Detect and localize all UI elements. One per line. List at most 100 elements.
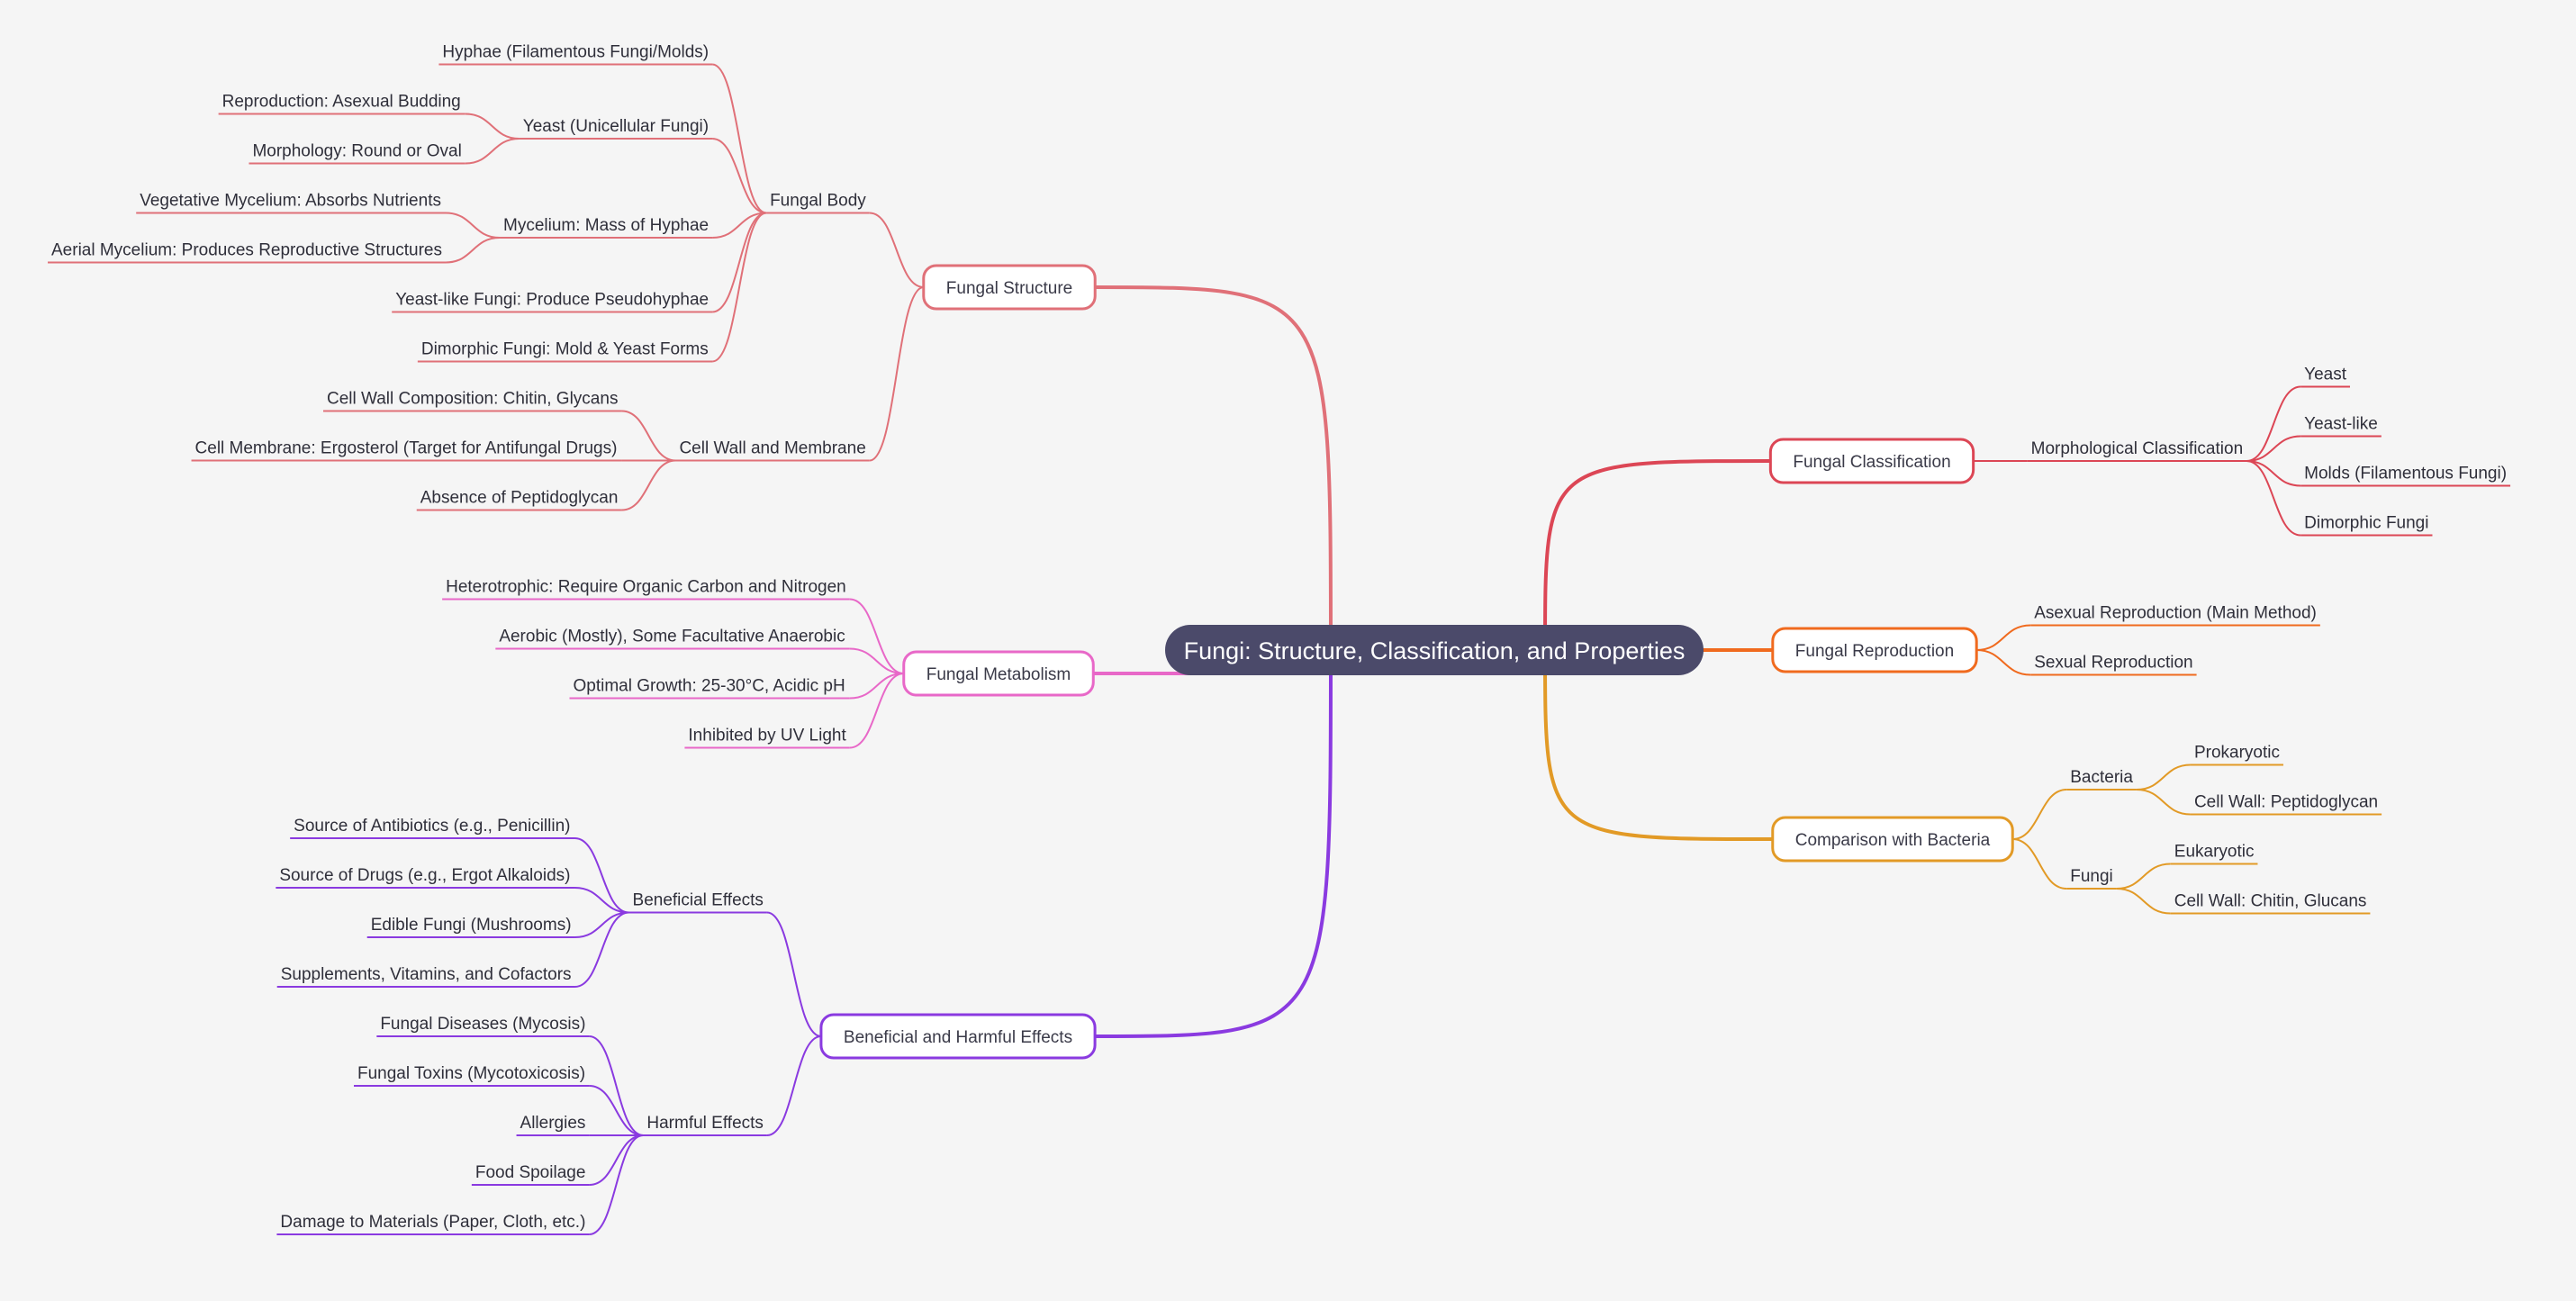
branch-fungal-structure-cell-wall-and-membrane-label: Cell Wall and Membrane [679,439,865,458]
branch-fungal-structure-fungal-body-hyphae-filamentous-fungi-molds-connector [711,63,767,214]
branch-beneficial-and-harmful-effects-beneficial-effects-source-of-drugs-e-g-ergot-alkaloids-label: Source of Drugs (e.g., Ergot Alkaloids) [279,866,570,885]
branch-fungal-classification[interactable]: Fungal Classification [1768,438,1975,484]
branch-beneficial-and-harmful-effects-harmful-effects-food-spoilage[interactable]: Food Spoilage [471,1163,590,1186]
branch-comparison-with-bacteria-bacteria-connector [2012,789,2067,840]
branch-fungal-structure-fungal-body-mycelium-mass-of-hyphae-connector [712,212,767,239]
branch-comparison-with-bacteria-fungi[interactable]: Fungi [2066,867,2117,890]
branch-fungal-structure[interactable]: Fungal Structure [922,264,1097,311]
branch-fungal-reproduction-asexual-reproduction-main-method-connector [1976,624,2031,651]
branch-comparison-with-bacteria-fungi-cell-wall-chitin-glucans[interactable]: Cell Wall: Chitin, Glucans [2170,892,2371,915]
branch-fungal-structure-fungal-body-yeast-unicellular-fungi-reproduction-asexual-budding[interactable]: Reproduction: Asexual Budding [218,93,465,115]
branch-fungal-structure-fungal-body-label: Fungal Body [770,192,866,211]
branch-fungal-structure-fungal-body-yeast-unicellular-fungi-connector [711,138,767,214]
branch-fungal-classification-morphological-classification-yeast-like-connector [2246,435,2301,462]
branch-fungal-classification-morphological-classification[interactable]: Morphological Classification [2027,439,2247,462]
branch-fungal-classification-morphological-classification-yeast[interactable]: Yeast [2300,366,2350,388]
branch-fungal-metabolism-optimal-growth-25-30-c-acidic-ph[interactable]: Optimal Growth: 25-30°C, Acidic pH [569,677,850,700]
branch-beneficial-and-harmful-effects-beneficial-effects-edible-fungi-mushrooms-label: Edible Fungi (Mushrooms) [371,916,572,935]
branch-fungal-structure-fungal-body-connector [869,212,924,288]
branch-fungal-reproduction-asexual-reproduction-main-method-label: Asexual Reproduction (Main Method) [2034,604,2317,623]
root-node[interactable]: Fungi: Structure, Classification, and Pr… [1165,625,1704,675]
branch-fungal-metabolism-heterotrophic-require-organic-carbon-and-nitrogen-connector [849,598,904,674]
branch-fungal-metabolism[interactable]: Fungal Metabolism [902,650,1095,697]
branch-beneficial-and-harmful-effects-label: Beneficial and Harmful Effects [844,1028,1072,1047]
branch-fungal-structure-cell-wall-and-membrane-connector [869,286,925,462]
branch-beneficial-and-harmful-effects-beneficial-effects-supplements-vitamins-and-cofactors[interactable]: Supplements, Vitamins, and Cofactors [276,965,575,988]
branch-fungal-metabolism-heterotrophic-require-organic-carbon-and-nitrogen[interactable]: Heterotrophic: Require Organic Carbon an… [442,578,850,601]
branch-beneficial-and-harmful-effects-harmful-effects-allergies[interactable]: Allergies [516,1114,590,1136]
branch-comparison-with-bacteria-bacteria-prokaryotic-connector [2136,763,2191,791]
branch-beneficial-and-harmful-effects-beneficial-effects-supplements-vitamins-and-cofactors-label: Supplements, Vitamins, and Cofactors [281,965,572,984]
branch-comparison-with-bacteria-bacteria[interactable]: Bacteria [2066,768,2137,791]
branch-beneficial-and-harmful-effects-beneficial-effects-edible-fungi-mushrooms[interactable]: Edible Fungi (Mushrooms) [366,916,575,938]
branch-comparison-with-bacteria-fungi-eukaryotic-label: Eukaryotic [2174,843,2255,862]
branch-beneficial-and-harmful-effects-harmful-effects-food-spoilage-label: Food Spoilage [475,1163,586,1182]
branch-fungal-classification-morphological-classification-molds-filamentous-fungi[interactable]: Molds (Filamentous Fungi) [2300,465,2511,487]
branch-fungal-structure-label: Fungal Structure [946,279,1072,298]
branch-fungal-structure-cell-wall-and-membrane-absence-of-peptidoglycan-label: Absence of Peptidoglycan [420,489,619,508]
branch-beneficial-and-harmful-effects-beneficial-effects-source-of-drugs-e-g-ergot-alkaloids-connector [574,887,629,914]
branch-fungal-reproduction-label: Fungal Reproduction [1795,642,1954,661]
branch-fungal-classification-morphological-classification-dimorphic-fungi[interactable]: Dimorphic Fungi [2300,514,2433,537]
branch-fungal-metabolism-heterotrophic-require-organic-carbon-and-nitrogen-label: Heterotrophic: Require Organic Carbon an… [446,578,846,597]
branch-fungal-structure-fungal-body[interactable]: Fungal Body [766,192,870,214]
branch-fungal-structure-root-connector [1095,285,1333,651]
branch-comparison-with-bacteria-fungi-connector [2012,838,2067,890]
branch-fungal-metabolism-aerobic-mostly-some-facultative-anaerobic-connector [849,647,904,674]
branch-fungal-classification-morphological-classification-yeast-like[interactable]: Yeast-like [2300,415,2382,438]
branch-fungal-structure-fungal-body-yeast-like-fungi-produce-pseudohyphae-connector [711,212,767,313]
branch-comparison-with-bacteria[interactable]: Comparison with Bacteria [1771,816,2014,863]
branch-beneficial-and-harmful-effects-harmful-effects-fungal-toxins-mycotoxicosis[interactable]: Fungal Toxins (Mycotoxicosis) [353,1064,590,1087]
branch-fungal-structure-cell-wall-and-membrane-cell-membrane-ergosterol-target-for-antifungal-drugs[interactable]: Cell Membrane: Ergosterol (Target for An… [191,439,622,462]
branch-comparison-with-bacteria-label: Comparison with Bacteria [1795,831,1991,850]
branch-beneficial-and-harmful-effects-beneficial-effects-source-of-drugs-e-g-ergot-alkaloids[interactable]: Source of Drugs (e.g., Ergot Alkaloids) [276,866,575,889]
branch-fungal-structure-box [922,264,1097,311]
branch-fungal-structure-fungal-body-yeast-unicellular-fungi-morphology-round-or-oval[interactable]: Morphology: Round or Oval [249,142,465,165]
node-layer: Fungi: Structure, Classification, and Pr… [48,43,2511,1235]
branch-fungal-structure-fungal-body-mycelium-mass-of-hyphae[interactable]: Mycelium: Mass of Hyphae [500,216,713,239]
branch-beneficial-and-harmful-effects-harmful-effects-damage-to-materials-paper-cloth-etc[interactable]: Damage to Materials (Paper, Cloth, etc.) [276,1213,590,1235]
branch-fungal-structure-fungal-body-dimorphic-fungi-mold-yeast-forms-label: Dimorphic Fungi: Mold & Yeast Forms [421,340,709,359]
branch-fungal-structure-fungal-body-hyphae-filamentous-fungi-molds[interactable]: Hyphae (Filamentous Fungi/Molds) [438,43,713,66]
branch-comparison-with-bacteria-bacteria-cell-wall-peptidoglycan[interactable]: Cell Wall: Peptidoglycan [2190,793,2382,816]
branch-fungal-structure-fungal-body-mycelium-mass-of-hyphae-label: Mycelium: Mass of Hyphae [503,216,709,235]
branch-fungal-structure-cell-wall-and-membrane-cell-wall-composition-chitin-glycans[interactable]: Cell Wall Composition: Chitin, Glycans [322,390,622,412]
branch-fungal-classification-box [1768,438,1975,484]
branch-comparison-with-bacteria-bacteria-prokaryotic[interactable]: Prokaryotic [2190,744,2283,766]
branch-fungal-structure-fungal-body-yeast-unicellular-fungi-morphology-round-or-oval-connector [465,138,520,165]
branch-beneficial-and-harmful-effects-box [819,1013,1097,1060]
branch-fungal-metabolism-aerobic-mostly-some-facultative-anaerobic[interactable]: Aerobic (Mostly), Some Facultative Anaer… [495,628,850,650]
branch-fungal-structure-fungal-body-dimorphic-fungi-mold-yeast-forms[interactable]: Dimorphic Fungi: Mold & Yeast Forms [417,340,713,363]
branch-fungal-structure-cell-wall-and-membrane-absence-of-peptidoglycan-connector [621,459,676,511]
branch-fungal-structure-fungal-body-yeast-unicellular-fungi-morphology-round-or-oval-label: Morphology: Round or Oval [252,142,461,161]
branch-fungal-reproduction-sexual-reproduction[interactable]: Sexual Reproduction [2030,654,2197,676]
branch-fungal-structure-fungal-body-yeast-unicellular-fungi-label: Yeast (Unicellular Fungi) [523,117,709,136]
branch-beneficial-and-harmful-effects-harmful-effects-fungal-diseases-mycosis-label: Fungal Diseases (Mycosis) [380,1015,585,1034]
branch-fungal-structure-fungal-body-yeast-unicellular-fungi[interactable]: Yeast (Unicellular Fungi) [519,117,713,140]
branch-fungal-classification-morphological-classification-dimorphic-fungi-connector [2246,460,2301,537]
branch-fungal-reproduction[interactable]: Fungal Reproduction [1771,627,1978,673]
branch-fungal-structure-fungal-body-mycelium-mass-of-hyphae-aerial-mycelium-produces-reproductive-structures[interactable]: Aerial Mycelium: Produces Reproductive S… [48,241,447,264]
branch-beneficial-and-harmful-effects-beneficial-effects-source-of-antibiotics-e-g-penicillin[interactable]: Source of Antibiotics (e.g., Penicillin) [290,817,575,839]
branch-beneficial-and-harmful-effects-beneficial-effects[interactable]: Beneficial Effects [628,891,767,914]
branch-fungal-metabolism-optimal-growth-25-30-c-acidic-ph-label: Optimal Growth: 25-30°C, Acidic pH [573,677,845,696]
branch-comparison-with-bacteria-fungi-cell-wall-chitin-glucans-label: Cell Wall: Chitin, Glucans [2174,892,2367,911]
root-node-box [1165,625,1704,675]
branch-beneficial-and-harmful-effects-harmful-effects-fungal-diseases-mycosis[interactable]: Fungal Diseases (Mycosis) [376,1015,590,1037]
branch-comparison-with-bacteria-fungi-eukaryotic[interactable]: Eukaryotic [2170,843,2258,865]
branch-fungal-structure-cell-wall-and-membrane[interactable]: Cell Wall and Membrane [675,439,870,462]
branch-fungal-reproduction-asexual-reproduction-main-method[interactable]: Asexual Reproduction (Main Method) [2030,604,2320,627]
branch-beneficial-and-harmful-effects-harmful-effects-connector [766,1035,822,1136]
branch-fungal-structure-fungal-body-mycelium-mass-of-hyphae-vegetative-mycelium-absorbs-nutrients[interactable]: Vegetative Mycelium: Absorbs Nutrients [136,192,447,214]
branch-fungal-structure-fungal-body-mycelium-mass-of-hyphae-aerial-mycelium-produces-reproductive-structures-label: Aerial Mycelium: Produces Reproductive S… [51,241,442,260]
branch-beneficial-and-harmful-effects-harmful-effects[interactable]: Harmful Effects [643,1114,767,1136]
branch-fungal-structure-cell-wall-and-membrane-absence-of-peptidoglycan[interactable]: Absence of Peptidoglycan [416,489,622,511]
branch-beneficial-and-harmful-effects[interactable]: Beneficial and Harmful Effects [819,1013,1097,1060]
branch-fungal-classification-morphological-classification-molds-filamentous-fungi-connector [2246,460,2301,487]
branch-fungal-metabolism-inhibited-by-uv-light[interactable]: Inhibited by UV Light [684,727,850,749]
branch-fungal-structure-cell-wall-and-membrane-cell-membrane-ergosterol-target-for-antifungal-drugs-label: Cell Membrane: Ergosterol (Target for An… [195,439,618,458]
branch-fungal-structure-fungal-body-yeast-like-fungi-produce-pseudohyphae[interactable]: Yeast-like Fungi: Produce Pseudohyphae [392,291,713,313]
branch-fungal-classification-morphological-classification-dimorphic-fungi-label: Dimorphic Fungi [2304,514,2428,533]
branch-fungal-reproduction-sexual-reproduction-label: Sexual Reproduction [2034,654,2192,673]
branch-beneficial-and-harmful-effects-beneficial-effects-label: Beneficial Effects [633,891,764,910]
